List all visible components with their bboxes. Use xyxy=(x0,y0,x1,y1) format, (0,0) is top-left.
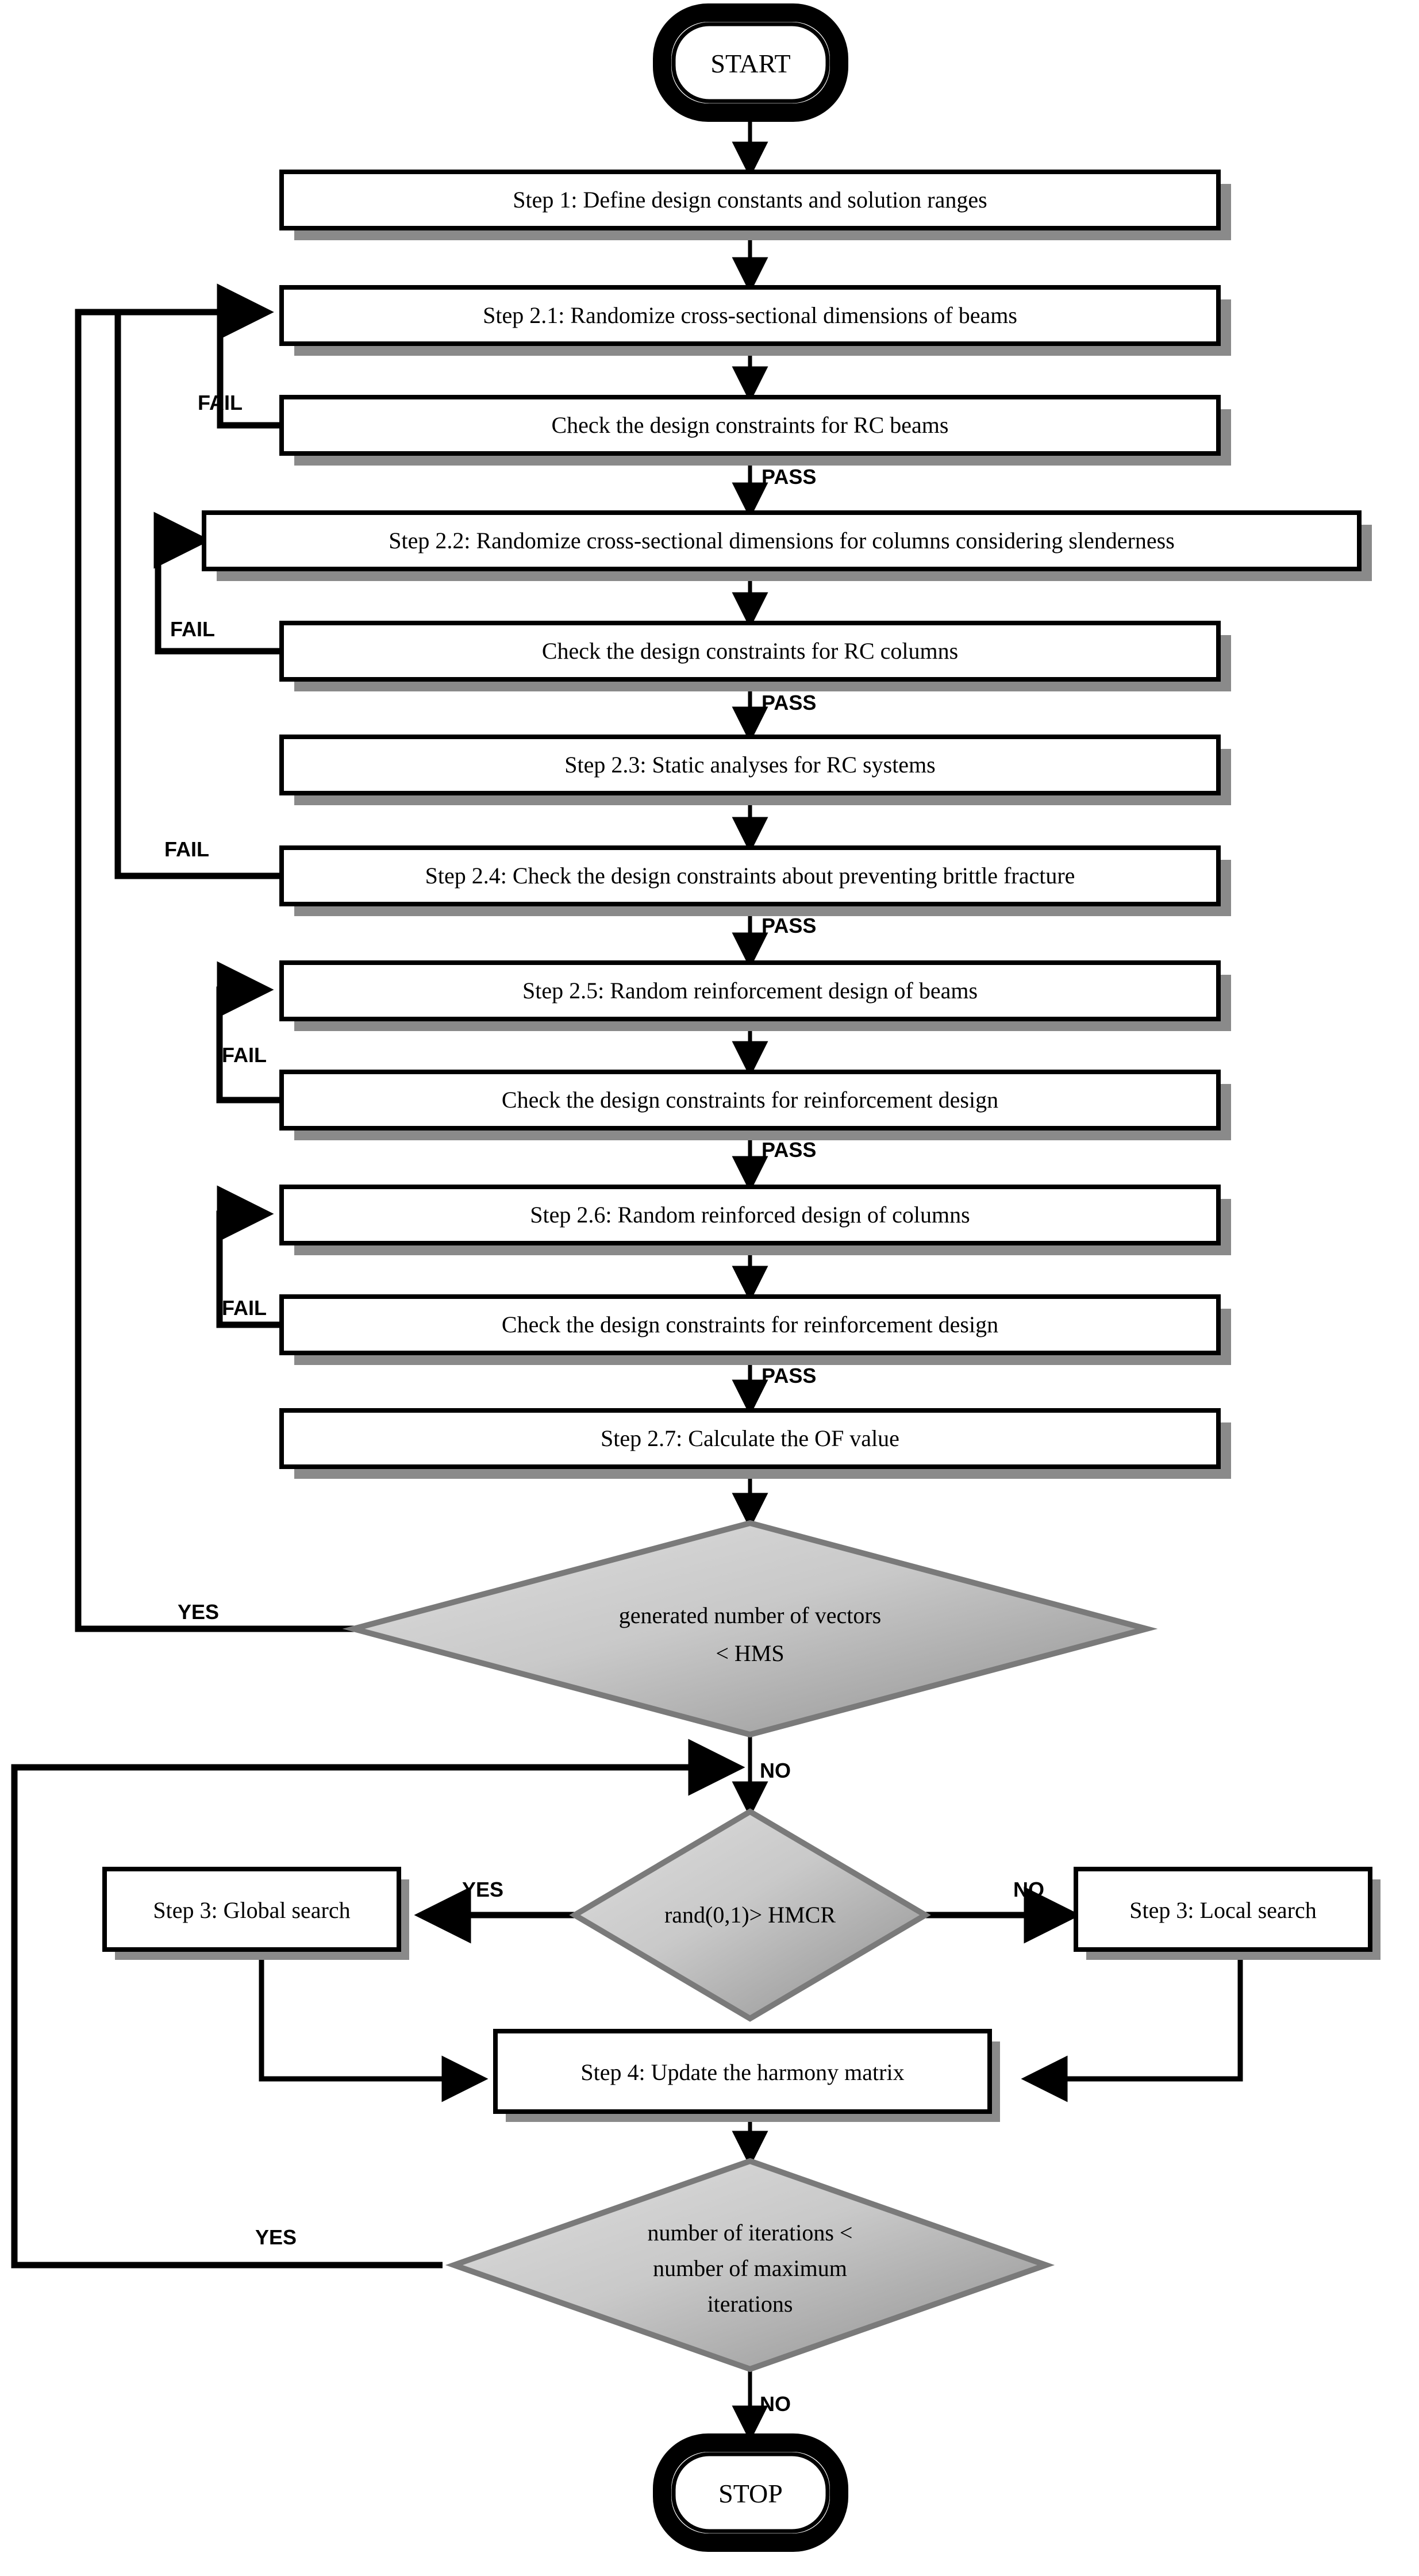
node-step27[interactable]: Step 2.7: Calculate the OF value xyxy=(279,1408,1221,1469)
node-step21-label: Step 2.1: Randomize cross-sectional dime… xyxy=(483,302,1017,328)
node-check21-label: Check the design constraints for RC beam… xyxy=(552,412,949,438)
node-decision-hmcr[interactable]: rand(0,1)> HMCR xyxy=(569,1808,931,2022)
edge-label-pass-21: PASS xyxy=(762,465,816,489)
node-step4[interactable]: Step 4: Update the harmony matrix xyxy=(493,2029,992,2114)
node-step25[interactable]: Step 2.5: Random reinforcement design of… xyxy=(279,960,1221,1021)
edge-label-yes-hmcr: YES xyxy=(462,1878,503,1901)
node-check25[interactable]: Check the design constraints for reinfor… xyxy=(279,1070,1221,1131)
node-global-search[interactable]: Step 3: Global search xyxy=(102,1867,401,1952)
node-step1[interactable]: Step 1: Define design constants and solu… xyxy=(279,170,1221,230)
edge-label-fail-24: FAIL xyxy=(164,837,209,861)
edge-global-step4 xyxy=(259,1948,489,2102)
edge-yes-iters xyxy=(11,1739,745,2269)
node-check26[interactable]: Check the design constraints for reinfor… xyxy=(279,1294,1221,1355)
node-step23[interactable]: Step 2.3: Static analyses for RC systems xyxy=(279,735,1221,795)
node-decision-iterations-line3: iterations xyxy=(707,2291,793,2317)
node-check25-label: Check the design constraints for reinfor… xyxy=(502,1087,998,1113)
edge-label-no-hmcr: NO xyxy=(1013,1878,1044,1901)
node-step24[interactable]: Step 2.4: Check the design constraints a… xyxy=(279,845,1221,906)
edge-label-pass-22: PASS xyxy=(762,691,816,714)
edge-fail-check22 xyxy=(153,512,281,655)
node-step26-label: Step 2.6: Random reinforced design of co… xyxy=(530,1202,970,1228)
edge-label-yes-iters: YES xyxy=(255,2225,297,2249)
edge-label-yes-hms: YES xyxy=(178,1600,219,1624)
edge-fail-check25 xyxy=(216,961,281,1104)
edge-fail-check26 xyxy=(216,1185,281,1328)
node-step22-label: Step 2.2: Randomize cross-sectional dime… xyxy=(389,528,1175,553)
edge-label-fail-25: FAIL xyxy=(222,1043,267,1067)
node-decision-hmcr-line1: rand(0,1)> HMCR xyxy=(664,1902,836,1928)
terminators[interactable]: START STOP xyxy=(653,3,848,2552)
node-step22[interactable]: Step 2.2: Randomize cross-sectional dime… xyxy=(202,510,1362,571)
node-decision-iterations-line2: number of maximum xyxy=(653,2255,847,2281)
edge-label-no-hms: NO xyxy=(760,1759,791,1782)
node-check21[interactable]: Check the design constraints for RC beam… xyxy=(279,395,1221,456)
node-local-search-label: Step 3: Local search xyxy=(1129,1897,1316,1923)
decision-diamonds[interactable]: generated number of vectors < HMS rand(0… xyxy=(342,1520,1158,2373)
edge-label-pass-25: PASS xyxy=(762,1138,816,1162)
node-start-label: START xyxy=(710,49,790,78)
edge-label-fail-21: FAIL xyxy=(198,391,243,414)
node-local-search[interactable]: Step 3: Local search xyxy=(1074,1867,1372,1952)
node-decision-hms-line2: < HMS xyxy=(716,1640,784,1666)
node-step27-label: Step 2.7: Calculate the OF value xyxy=(601,1425,899,1451)
edge-label-fail-22: FAIL xyxy=(170,617,215,641)
edge-label-pass-24: PASS xyxy=(762,914,816,937)
node-step21[interactable]: Step 2.1: Randomize cross-sectional dime… xyxy=(279,285,1221,346)
connectors xyxy=(11,113,1243,2442)
node-start-terminator[interactable]: START xyxy=(653,3,848,122)
node-check22[interactable]: Check the design constraints for RC colu… xyxy=(279,621,1221,682)
edge-label-pass-26: PASS xyxy=(762,1364,816,1387)
node-step24-label: Step 2.4: Check the design constraints a… xyxy=(425,863,1075,889)
edge-labels: FAIL PASS FAIL PASS FAIL PASS FAIL PASS … xyxy=(164,391,1044,2416)
node-decision-iterations-line1: number of iterations < xyxy=(648,2220,853,2246)
node-stop-terminator[interactable]: STOP xyxy=(653,2433,848,2552)
node-step26[interactable]: Step 2.6: Random reinforced design of co… xyxy=(279,1185,1221,1245)
edge-local-step4 xyxy=(1021,1948,1243,2102)
edge-label-no-iters: NO xyxy=(760,2392,791,2416)
node-decision-iterations[interactable]: number of iterations < number of maximum… xyxy=(445,2158,1055,2373)
node-stop-label: STOP xyxy=(718,2479,783,2508)
node-global-search-label: Step 3: Global search xyxy=(153,1897,350,1923)
node-check22-label: Check the design constraints for RC colu… xyxy=(542,638,958,664)
edge-yes-hms xyxy=(75,283,532,1632)
node-check26-label: Check the design constraints for reinfor… xyxy=(502,1312,998,1337)
node-decision-hms-line1: generated number of vectors xyxy=(619,1602,881,1628)
node-step4-label: Step 4: Update the harmony matrix xyxy=(580,2059,904,2085)
node-decision-hms[interactable]: generated number of vectors < HMS xyxy=(342,1520,1158,1738)
node-step23-label: Step 2.3: Static analyses for RC systems xyxy=(564,752,936,778)
process-boxes[interactable]: Step 1: Define design constants and solu… xyxy=(102,170,1372,2114)
node-step1-label: Step 1: Define design constants and solu… xyxy=(513,187,987,213)
edge-label-fail-26: FAIL xyxy=(222,1296,267,1320)
node-step25-label: Step 2.5: Random reinforcement design of… xyxy=(522,978,978,1004)
